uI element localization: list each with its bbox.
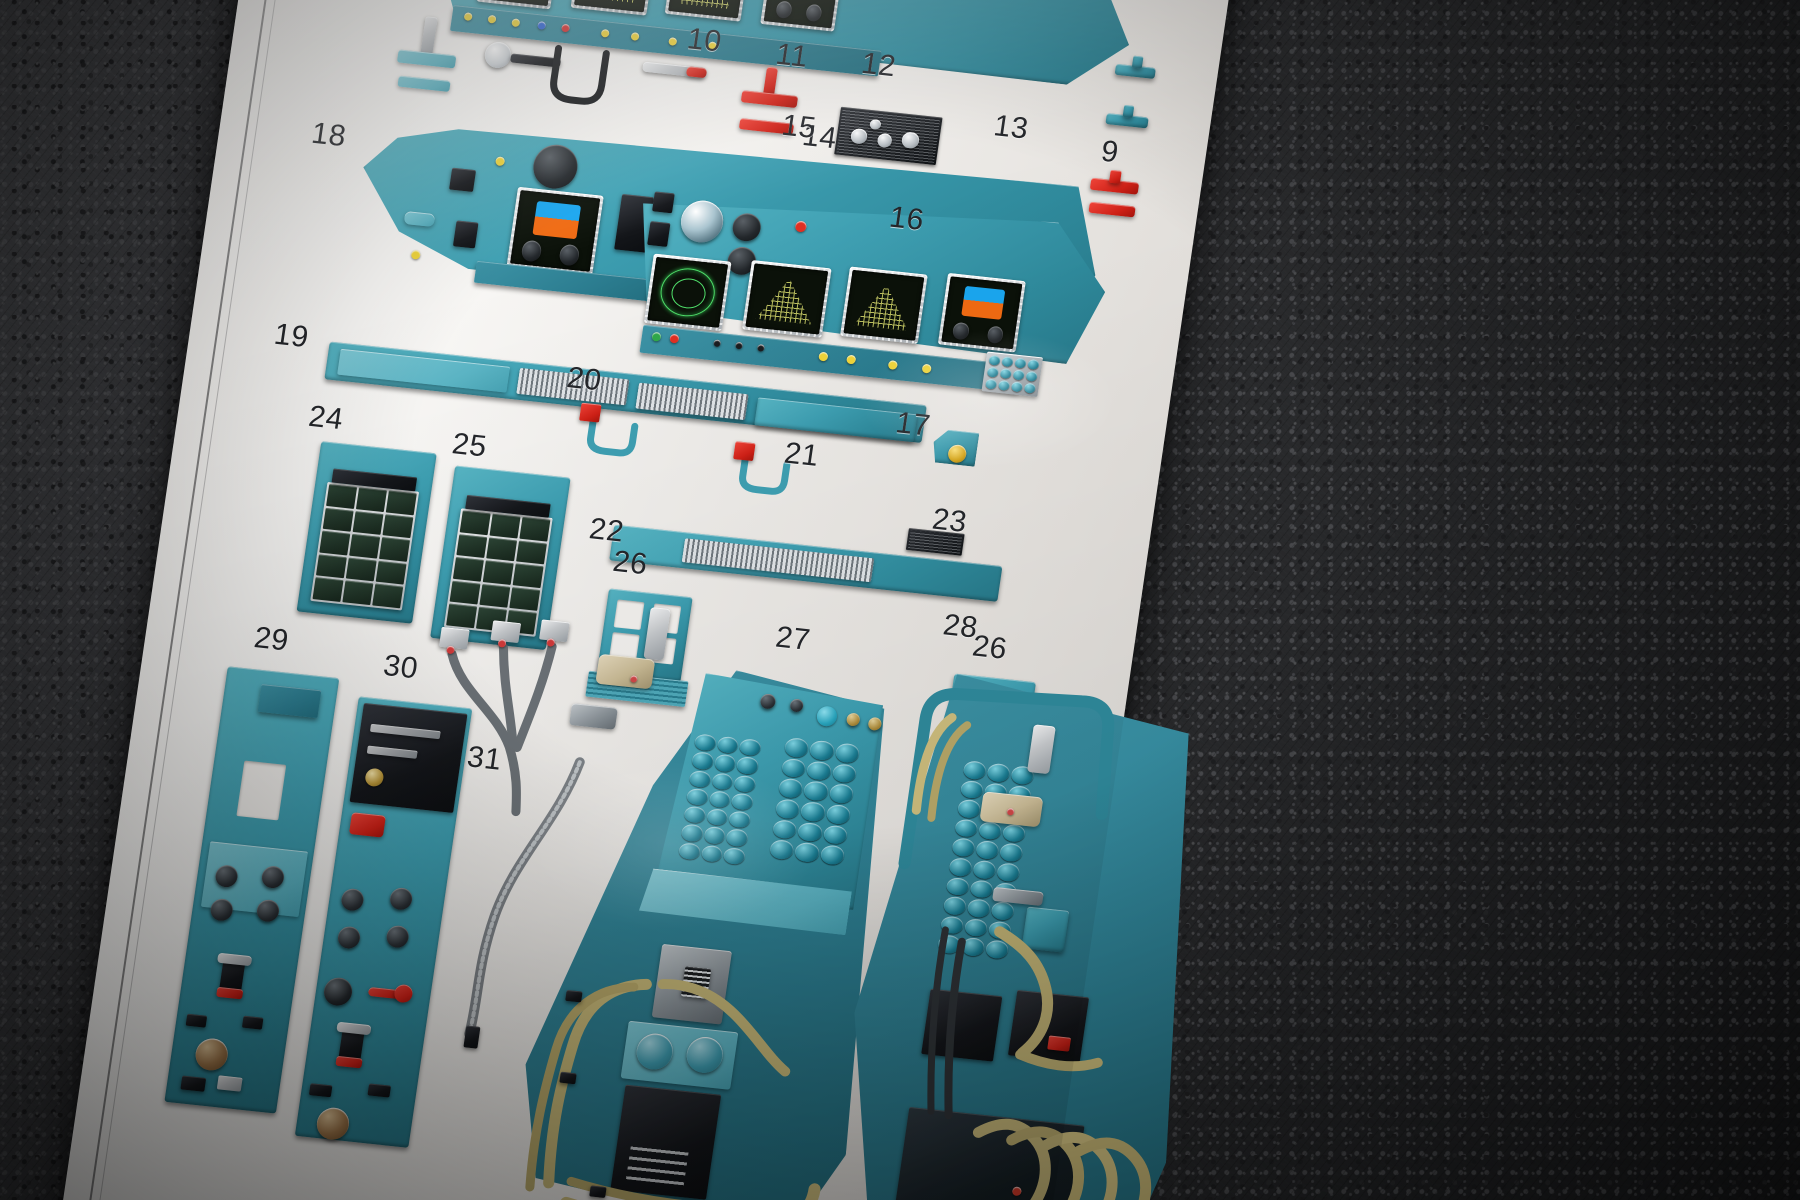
part-29-small-placard-b [241,1015,264,1030]
callout-12: 12 [859,46,899,84]
callout-24: 24 [306,399,346,437]
callout-22: 22 [587,512,627,549]
callout-28: 28 [941,608,980,645]
part-18-small-vent [449,167,477,193]
mfd-bezel-m1[interactable] [643,253,732,332]
part-9-bracket-b-stem[interactable] [1122,104,1135,118]
part-27-hose-clamp-3 [589,1185,607,1199]
callout-15: 15 [779,108,819,146]
mfd-screen-m1 [647,256,729,328]
callout-10: 10 [684,22,724,59]
part-29-small-placard-d [216,1075,243,1092]
part-30-placard-b [367,1083,392,1098]
callout-31: 31 [464,740,504,777]
attitude-indicator-main [532,200,582,240]
callout-25: 25 [450,427,489,464]
adi-bezel-m[interactable] [937,272,1026,353]
callout-26: 26 [610,544,650,582]
mfd-screen-m2 [745,263,829,335]
part-27-gold-hoses [525,978,821,1200]
callout-13: 13 [991,109,1031,146]
part-27-hose-clamp-2 [559,1071,577,1085]
part-9-red-bracket-stem[interactable] [1108,169,1122,184]
part-29-cutout [236,760,287,821]
part-31-connector-1[interactable] [438,626,470,650]
mfd-bezel-m3[interactable] [840,266,928,345]
part-27-coupling [569,703,618,730]
part-13-lever-tip [685,66,708,79]
callout-16: 16 [887,200,927,237]
adi-screen-m [941,276,1023,350]
callout-21: 21 [782,436,822,473]
part-30-placard-a [308,1083,333,1098]
part-20-red-handle[interactable] [579,402,602,423]
panel-gauge-a [652,191,675,214]
mfd-bezel-m2[interactable] [741,260,832,338]
part-18-adi-bezel[interactable] [506,186,604,276]
part-31-harness-b[interactable] [402,618,610,835]
part-9-bracket-a-stem[interactable] [1131,55,1144,69]
part-21-red-handle[interactable] [733,441,756,462]
callout-19: 19 [271,317,311,355]
part-30-red-knob[interactable] [348,812,386,838]
part-24-keypad[interactable] [310,481,420,611]
part-31-connector-3[interactable] [539,619,570,643]
callout-11: 11 [773,37,811,74]
callout-30: 30 [381,649,421,686]
part-25-keypad[interactable] [443,508,553,637]
callout-27: 27 [773,620,813,657]
part-12-u-handle[interactable] [544,44,614,110]
callout-18: 18 [309,116,349,154]
part-18-adi-screen [510,190,601,272]
callout-17: 17 [893,406,933,443]
part-31-connector-2[interactable] [490,620,522,644]
part-18-small-gauge [452,220,479,249]
part-27-hose-clamp-1 [565,989,583,1003]
callout-20: 20 [564,361,604,398]
panel-cb-dots [982,352,1043,398]
callout-29: 29 [251,621,291,658]
mfd-screen-m3 [843,269,925,341]
part-29-small-placard-c [180,1075,207,1092]
part-27-tan-cluster [595,653,656,690]
part-29-small-placard-a [185,1013,208,1028]
callout-23: 23 [930,502,970,539]
panel-gauge-b [647,221,671,247]
adi-screen-u [763,0,841,29]
